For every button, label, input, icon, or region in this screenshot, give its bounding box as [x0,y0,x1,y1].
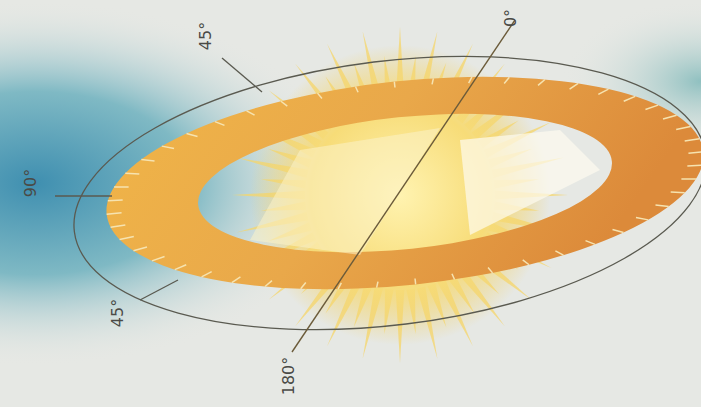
angle-label: 45° [108,299,127,327]
angle-label: 180° [279,357,298,396]
angle-label: 90° [21,169,40,197]
angle-label: 0° [501,9,520,27]
angle-label: 45° [196,22,215,50]
